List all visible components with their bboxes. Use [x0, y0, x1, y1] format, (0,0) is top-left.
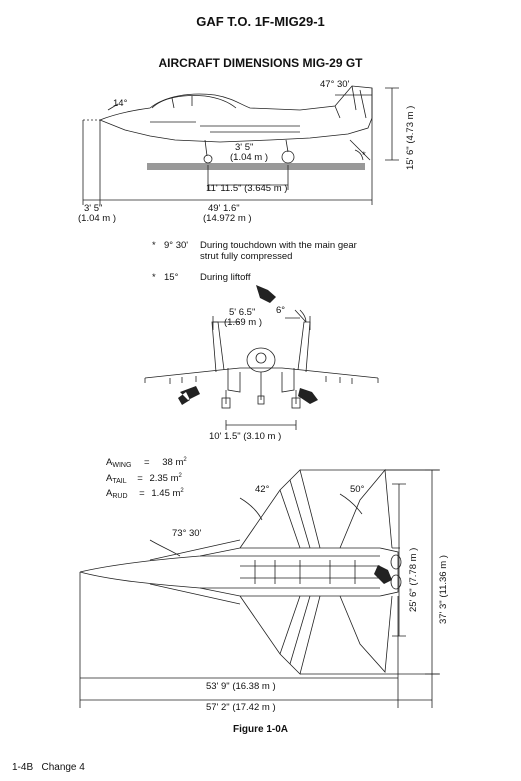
- lerx-sweep-label: 73° 30': [172, 528, 202, 539]
- note-1-mark: *: [152, 240, 156, 251]
- track-label: 10' 1.5" (3.10 m ): [209, 431, 282, 442]
- touchdown-angle-mark: *: [362, 150, 366, 161]
- note-1-text: During touchdown with the main gear: [200, 240, 357, 251]
- front-view-aircraft: [144, 309, 379, 430]
- nose-gear-offset-imp: 3' 5": [235, 142, 254, 153]
- length-imp: 49' 1.6": [208, 203, 240, 214]
- wing-span-label: 37' 3" (11.36 m ): [438, 555, 449, 624]
- length-met: (14.972 m ): [203, 213, 252, 224]
- top-view-aircraft: [79, 469, 440, 708]
- area-wing: AWING = 38 m2: [106, 457, 187, 469]
- height-label: 15' 6" (4.73 m ): [405, 105, 416, 170]
- change-label: Change 4: [41, 762, 85, 773]
- fin-cant-label: 6°: [276, 305, 286, 316]
- area-rud: ARUD = 1.45 m2: [106, 488, 184, 500]
- nose-gear-offset-met: (1.04 m ): [230, 152, 269, 163]
- note-1-angle: 9° 30': [164, 240, 189, 251]
- document-header: GAF T.O. 1F-MIG29-1: [196, 14, 325, 29]
- wing-sweep-label: 42°: [255, 484, 270, 495]
- canopy-angle-label: 14°: [113, 98, 128, 109]
- tail-span-label: 25' 6" (7.78 m ): [408, 547, 419, 612]
- fin-spacing-met: (1.69 m ): [224, 317, 263, 328]
- page-footer: 1-4B Change 4: [12, 762, 85, 773]
- nose-overhang-imp: 3' 5": [84, 203, 103, 214]
- pointer-icons: [178, 285, 392, 584]
- figure-title: AIRCRAFT DIMENSIONS MIG-29 GT: [158, 56, 363, 70]
- wheelbase-label: 11' 11.5" (3.645 m ): [206, 183, 288, 194]
- note-2-angle: 15°: [164, 272, 179, 283]
- area-tail: ATAIL = 2.35 m2: [106, 473, 182, 485]
- tail-angle-label: 47° 30': [320, 79, 350, 90]
- fuselage-length-label: 53' 9" (16.38 m ): [206, 681, 276, 692]
- page-number: 1-4B: [12, 762, 34, 773]
- note-1-text-cont: strut fully compressed: [200, 251, 293, 262]
- fin-spacing-imp: 5' 6.5": [229, 307, 256, 318]
- figure-caption: Figure 1-0A: [232, 724, 288, 735]
- overall-length-label: 57' 2" (17.42 m ): [206, 702, 276, 713]
- side-view-aircraft: [82, 85, 399, 205]
- nose-overhang-met: (1.04 m ): [78, 213, 117, 224]
- note-2-text: During liftoff: [200, 272, 251, 283]
- tail-sweep-label: 50°: [350, 484, 365, 495]
- note-2-mark: *: [152, 272, 156, 283]
